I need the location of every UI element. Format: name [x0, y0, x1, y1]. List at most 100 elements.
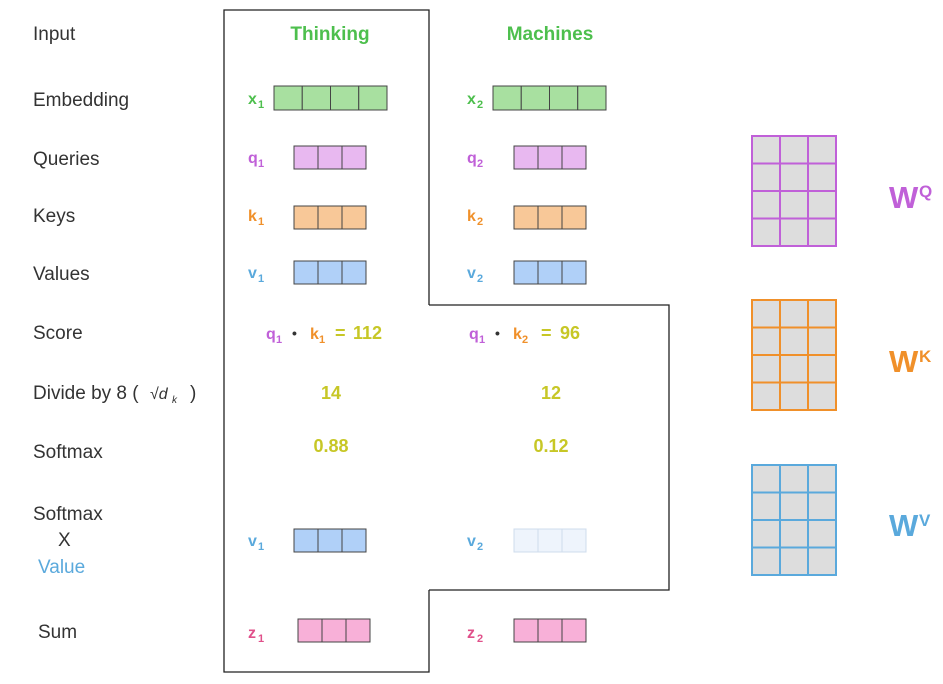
svg-text:q: q	[469, 326, 479, 343]
vector-cell	[537, 145, 563, 170]
value-vector-v2	[513, 260, 587, 285]
svg-text:2: 2	[477, 158, 483, 170]
matrix-cell	[809, 356, 835, 382]
row-label-keys: Keys	[33, 206, 75, 227]
matrix-cell	[753, 192, 779, 218]
vector-cell	[293, 205, 319, 230]
score-region-outline	[429, 304, 670, 591]
vector-cell	[293, 260, 319, 285]
embedding-vector-x1	[273, 85, 388, 111]
matrix-cell	[781, 466, 807, 492]
matrix-cell	[753, 164, 779, 190]
vector-cell	[513, 205, 539, 230]
matrix-cell	[809, 137, 835, 163]
vector-cell	[317, 528, 343, 553]
matrix-cell	[809, 301, 835, 327]
row-label-softmax: Softmax	[33, 442, 103, 463]
svg-text:=: =	[335, 323, 346, 343]
label-wk: W K	[889, 344, 932, 379]
row-label-embedding: Embedding	[33, 90, 129, 111]
matrix-cell	[781, 521, 807, 547]
query-vector-q1	[293, 145, 367, 170]
matrix-cell	[753, 301, 779, 327]
svg-text:2: 2	[477, 99, 483, 111]
weight-matrix-wq	[751, 135, 837, 247]
vector-cell	[513, 618, 539, 643]
label-wq: W Q	[889, 180, 932, 215]
vector-cell	[492, 85, 522, 111]
svg-text:x: x	[248, 91, 257, 108]
vector-cell	[513, 260, 539, 285]
matrix-cell	[753, 383, 779, 409]
matrix-cell	[753, 137, 779, 163]
matrix-cell	[809, 548, 835, 574]
thinking-column-outline	[223, 9, 430, 673]
vector-cell	[293, 145, 319, 170]
matrix-cell	[781, 219, 807, 245]
matrix-cell	[809, 328, 835, 354]
vector-cell	[345, 618, 371, 643]
matrix-cell	[781, 356, 807, 382]
label-q2: q 2	[467, 150, 483, 170]
svg-text:z: z	[467, 625, 475, 642]
svg-text:v: v	[467, 265, 476, 282]
vector-cell	[297, 618, 323, 643]
svg-text:W: W	[889, 180, 919, 215]
matrix-cell	[753, 466, 779, 492]
matrix-cell	[809, 383, 835, 409]
matrix-cell	[781, 328, 807, 354]
svg-text:1: 1	[258, 158, 264, 170]
matrix-cell	[781, 383, 807, 409]
label-z2: z 2	[467, 625, 483, 645]
vector-cell	[513, 145, 539, 170]
svg-text:Q: Q	[919, 182, 932, 201]
vector-cell	[317, 260, 343, 285]
vector-cell	[317, 205, 343, 230]
weighted-value-vector-v1	[293, 528, 367, 553]
svg-text:2: 2	[477, 541, 483, 553]
vector-cell	[561, 528, 587, 553]
svg-text:k: k	[513, 326, 522, 343]
matrix-cell	[753, 356, 779, 382]
key-vector-k2	[513, 205, 587, 230]
svg-text:1: 1	[258, 541, 264, 553]
vector-cell	[301, 85, 331, 111]
score-expression-1: q 1 • k 1 = 112	[266, 323, 382, 346]
vector-cell	[317, 145, 343, 170]
vector-cell	[341, 205, 367, 230]
word-thinking: Thinking	[290, 24, 369, 45]
vector-cell	[561, 260, 587, 285]
score-value-2: 96	[560, 323, 580, 343]
svg-text:V: V	[919, 511, 931, 530]
output-vector-z2	[513, 618, 587, 643]
vector-cell	[537, 205, 563, 230]
svg-text:1: 1	[258, 273, 264, 285]
label-x2: x 2	[467, 91, 483, 111]
softmax-value-2: 0.12	[533, 436, 568, 456]
svg-text:•: •	[495, 325, 500, 341]
label-v1-weighted: v 1	[248, 533, 264, 553]
label-v1: v 1	[248, 265, 264, 285]
svg-text:q: q	[248, 150, 258, 167]
svg-text:k: k	[310, 326, 319, 343]
svg-text:W: W	[889, 344, 919, 379]
svg-text:1: 1	[258, 633, 264, 645]
score-value-1: 112	[353, 323, 382, 343]
row-label-divide: Divide by 8 ( √d k )	[33, 383, 196, 406]
sqrt-dk-subscript: k	[172, 395, 178, 406]
svg-text:2: 2	[477, 273, 483, 285]
svg-text:•: •	[292, 325, 297, 341]
weight-matrix-wk	[751, 299, 837, 411]
matrix-cell	[781, 137, 807, 163]
svg-text:): )	[190, 383, 196, 404]
vector-cell	[561, 618, 587, 643]
vector-cell	[577, 85, 607, 111]
svg-text:W: W	[889, 508, 919, 543]
matrix-cell	[809, 521, 835, 547]
divided-value-2: 12	[541, 383, 561, 403]
label-k1: k 1	[248, 208, 264, 228]
vector-cell	[520, 85, 550, 111]
matrix-cell	[781, 192, 807, 218]
matrix-cell	[809, 192, 835, 218]
matrix-cell	[809, 219, 835, 245]
